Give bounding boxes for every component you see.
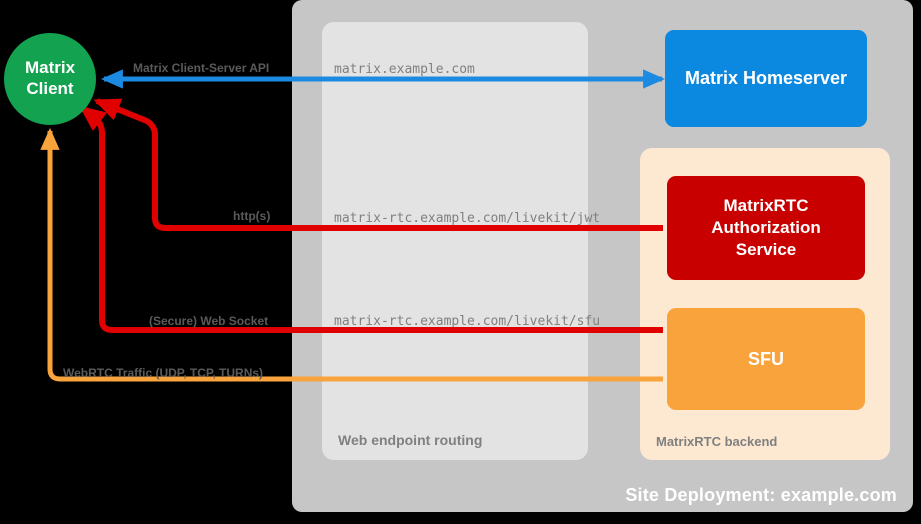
node-matrix-homeserver[interactable]: Matrix Homeserver xyxy=(665,30,867,127)
node-matrix-client[interactable]: Matrix Client xyxy=(4,33,96,125)
link-label-http-s: http(s) xyxy=(233,209,271,223)
matrixrtc-backend-label: MatrixRTC backend xyxy=(656,434,778,449)
node-matrix-client-line1: Matrix xyxy=(24,58,76,78)
link-label-webrtc-traffic: WebRTC Traffic (UDP, TCP, TURNs) xyxy=(63,366,264,380)
node-matrix-client-line2: Client xyxy=(26,79,74,98)
node-matrix-homeserver-label: Matrix Homeserver xyxy=(684,68,848,88)
node-authorization-service-line3: Service xyxy=(735,239,797,259)
endpoint-url-livekit-sfu: matrix-rtc.example.com/livekit/sfu xyxy=(334,314,601,329)
endpoint-url-livekit-jwt: matrix-rtc.example.com/livekit/jwt xyxy=(334,211,601,226)
web-endpoint-routing-label: Web endpoint routing xyxy=(338,432,483,448)
web-endpoint-routing-panel: Web endpoint routing xyxy=(322,22,588,460)
endpoint-url-matrix: matrix.example.com xyxy=(334,62,475,77)
link-label-matrix-client-server-api: Matrix Client-Server API xyxy=(133,61,270,75)
node-authorization-service-line2: Authorization xyxy=(711,218,821,238)
site-deployment-label: Site Deployment: example.com xyxy=(625,485,897,505)
node-authorization-service-line1: MatrixRTC xyxy=(723,196,809,216)
node-sfu[interactable]: SFU xyxy=(667,308,865,410)
link-label-secure-web-socket: (Secure) Web Socket xyxy=(149,314,269,328)
node-matrixrtc-authorization-service[interactable]: MatrixRTC Authorization Service xyxy=(667,176,865,280)
node-sfu-label: SFU xyxy=(748,348,784,369)
